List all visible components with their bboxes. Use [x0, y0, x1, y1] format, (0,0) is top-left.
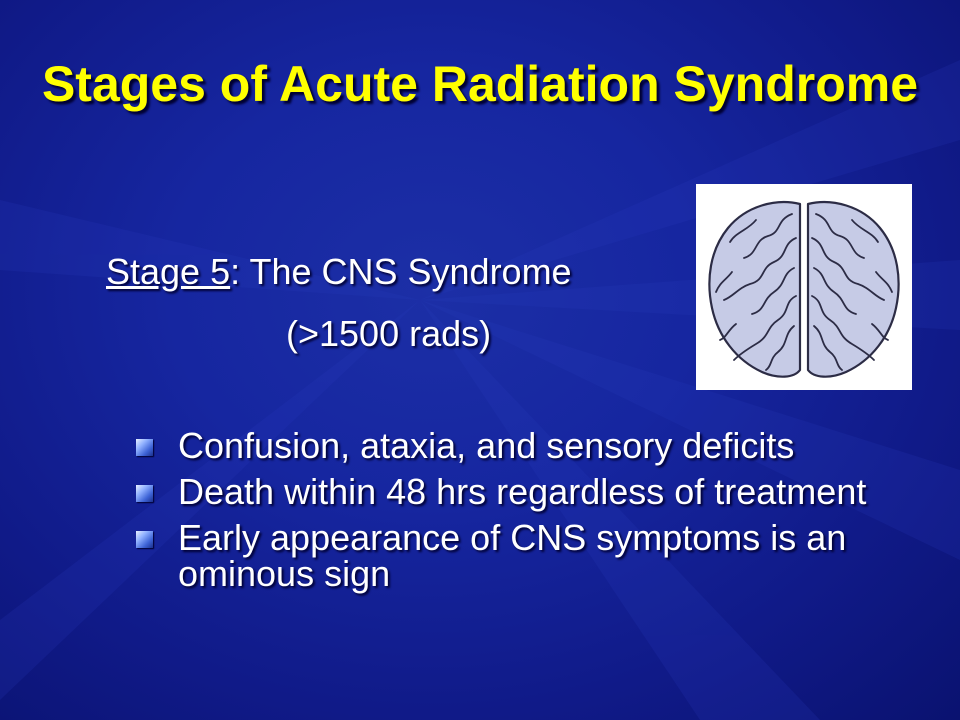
- stage-name: : The CNS Syndrome: [230, 251, 572, 292]
- brain-image: [696, 184, 912, 390]
- bullet-text: Confusion, ataxia, and sensory deficits: [178, 425, 795, 466]
- brain-icon: [708, 200, 900, 378]
- square-bullet-icon: [136, 485, 153, 502]
- bullet-text: Death within 48 hrs regardless of treatm…: [178, 471, 867, 512]
- stage-label: Stage 5: [106, 251, 231, 292]
- stage-heading: Stage 5: The CNS Syndrome: [106, 252, 572, 292]
- slide-title: Stages of Acute Radiation Syndrome: [41, 56, 919, 112]
- bullet-item: Early appearance of CNS symptoms is an o…: [134, 520, 924, 592]
- bullet-text: Early appearance of CNS symptoms is an o…: [178, 517, 847, 594]
- bullet-item: Death within 48 hrs regardless of treatm…: [134, 474, 924, 510]
- dose-threshold: (>1500 rads): [286, 313, 492, 354]
- square-bullet-icon: [136, 531, 153, 548]
- bullet-list: Confusion, ataxia, and sensory deficits …: [134, 428, 924, 602]
- square-bullet-icon: [136, 439, 153, 456]
- bullet-item: Confusion, ataxia, and sensory deficits: [134, 428, 924, 464]
